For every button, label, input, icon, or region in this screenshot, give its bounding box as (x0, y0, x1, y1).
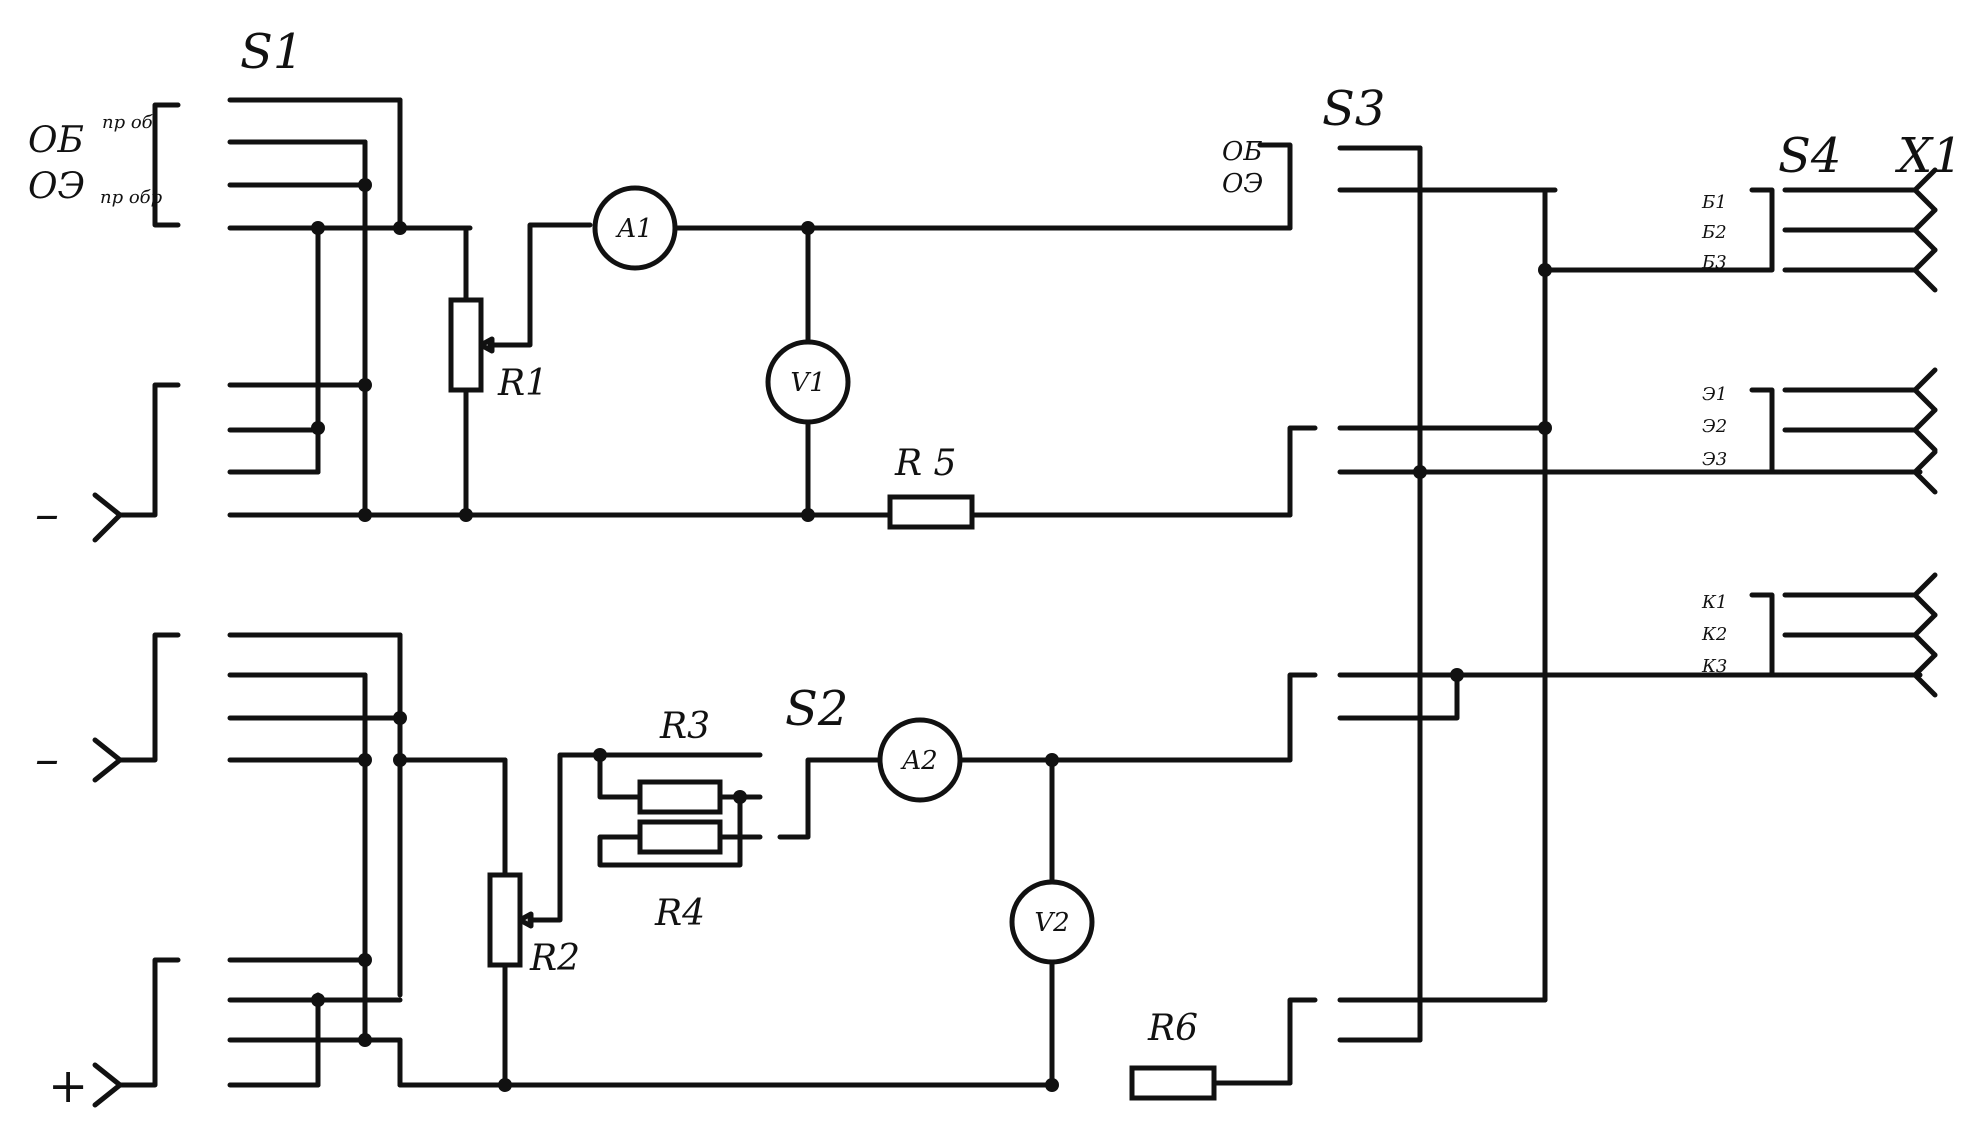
label-r2: R2 (529, 938, 580, 979)
label-s3-oe: ОЭ (1222, 169, 1263, 199)
label-s4-e1: Э1 (1702, 384, 1727, 405)
minus-mid-terminal (92, 737, 123, 783)
label-s4-b1: Б1 (1701, 192, 1727, 213)
label-v2: V2 (1034, 908, 1069, 938)
connector-x1 (1912, 167, 1938, 698)
resistor-r3-r4 (597, 752, 763, 868)
s1-plus-bracket (117, 957, 181, 1088)
switch-s1-lower (92, 632, 1053, 1108)
ammeter-a2 (827, 717, 1293, 803)
switch-s1-upper (92, 97, 1293, 543)
label-s1-ob-small: пр об (102, 112, 154, 133)
label-s4-e3: Э3 (1702, 449, 1727, 470)
label-s4-k3: К3 (1701, 656, 1727, 677)
label-a2: A2 (900, 746, 937, 776)
minus-top-terminal (92, 492, 123, 543)
label-plus-bottom: + (48, 1058, 88, 1114)
switch-s2 (777, 757, 833, 840)
ammeter-a1 (592, 185, 1293, 271)
resistor-r6 (1129, 1065, 1293, 1101)
resistor-r1 (448, 222, 593, 518)
label-r5: R 5 (894, 443, 956, 484)
label-s4-k1: К1 (1701, 592, 1727, 613)
resistor-r2 (487, 752, 603, 1088)
label-s4-e2: Э2 (1702, 416, 1727, 437)
label-s4: S4 (1778, 128, 1841, 184)
voltmeter-v2 (1009, 757, 1095, 1088)
label-s4-b2: Б2 (1701, 222, 1727, 243)
label-x1: X1 (1894, 128, 1961, 184)
s1-lower-minus-bracket (117, 632, 181, 763)
label-s4-k2: К2 (1701, 624, 1727, 645)
label-s1-oe-small: пр обр (100, 187, 163, 208)
label-s1-ob: ОБ (28, 120, 84, 161)
label-r6: R6 (1147, 1008, 1198, 1049)
label-s4-b3: Б3 (1701, 252, 1727, 273)
s1-minus-bracket (117, 382, 181, 518)
label-s1: S1 (240, 24, 303, 80)
label-r3: R3 (659, 706, 710, 747)
switch-s4 (1542, 187, 1918, 678)
resistor-r5 (887, 494, 975, 530)
s1-upper-bracket (152, 102, 181, 228)
label-s3-ob: ОБ (1222, 137, 1262, 167)
label-s3: S3 (1322, 81, 1385, 137)
label-v1: V1 (790, 368, 825, 398)
label-a1: A1 (615, 214, 652, 244)
labels: S1 S2 S3 S4 X1 ОБ ОЭ пр об пр обр ОБ ОЭ … (28, 24, 1961, 1114)
voltmeter-v1 (765, 225, 851, 518)
label-s2: S2 (785, 681, 848, 737)
label-minus-top: – (35, 486, 59, 542)
junction-dots (311, 178, 1552, 1092)
switch-s3 (1257, 142, 1923, 1086)
plus-bottom-terminal (92, 1062, 123, 1108)
label-minus-mid: – (35, 731, 59, 787)
label-r1: R1 (497, 363, 548, 404)
label-r4: R4 (654, 893, 705, 934)
label-s1-oe: ОЭ (28, 166, 85, 207)
